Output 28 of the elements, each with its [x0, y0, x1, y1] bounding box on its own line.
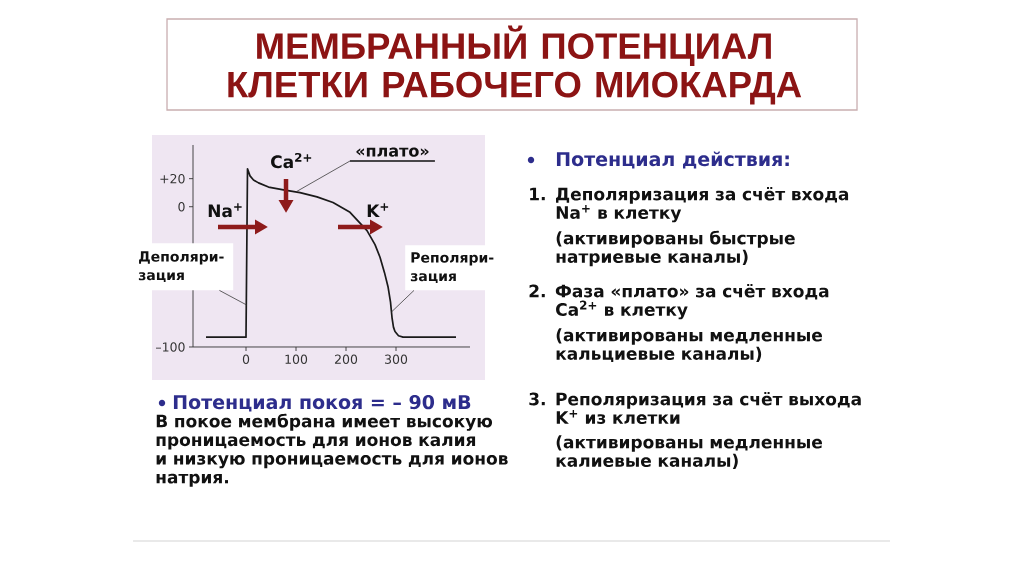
x-tick-label: 0 — [242, 354, 250, 364]
x-tick-label: 300 — [385, 354, 408, 364]
y-tick-label: –100 — [155, 342, 185, 352]
list-item: 2. Фаза «плато» за счёт входа Ca$^{2+}$ в клетку — [529, 284, 829, 320]
paragraph: В покое мембрана имеет высокую проницаемость для ионов калия и низкую проницаемость для ионов натрия. — [156, 413, 508, 487]
bullet-heading: Потенциал действия: — [556, 151, 789, 169]
title-box: МЕМБРАННЫЙ ПОТЕНЦИАЛ КЛЕТКИ РАБОЧЕГО МИОКАРДА — [166, 18, 858, 111]
list-item: 3. Реполяризация за счёт выхода K$^{+}$ из клетки — [529, 392, 861, 424]
ion-label: Na$^{+}$ — [208, 203, 242, 218]
callout-box: Реполяри- зация — [405, 245, 502, 291]
callout-box: Деполяри- зация — [133, 243, 234, 291]
leader-line — [296, 160, 351, 192]
note-text: (активированы медленные кальциевые каналы) — [556, 328, 822, 363]
ion-label: Ca$^{2+}$ — [271, 152, 312, 169]
node-label: Реполяри- зация — [410, 252, 494, 284]
note-text: (активированы быстрые натриевые каналы) — [556, 230, 795, 267]
x-tick-label: 100 — [285, 354, 308, 364]
ion-label: K$^{+}$ — [367, 203, 389, 217]
y-tick-label: +20 — [160, 173, 185, 184]
leader-line — [391, 290, 415, 313]
x-tick-label: 200 — [334, 354, 358, 364]
callout-label: «плато» — [349, 147, 436, 162]
bullet-heading: Потенциал покоя = – 90 мВ — [173, 394, 471, 412]
note-text: (активированы медленные калиевые каналы) — [556, 435, 822, 469]
node-label: Деполяри- зация — [138, 251, 224, 283]
leader-line — [219, 290, 247, 306]
y-tick-label: 0 — [178, 201, 185, 212]
list-item: 1. Деполяризация за счёт входа Na$^{+}$ в клетку — [530, 187, 849, 223]
